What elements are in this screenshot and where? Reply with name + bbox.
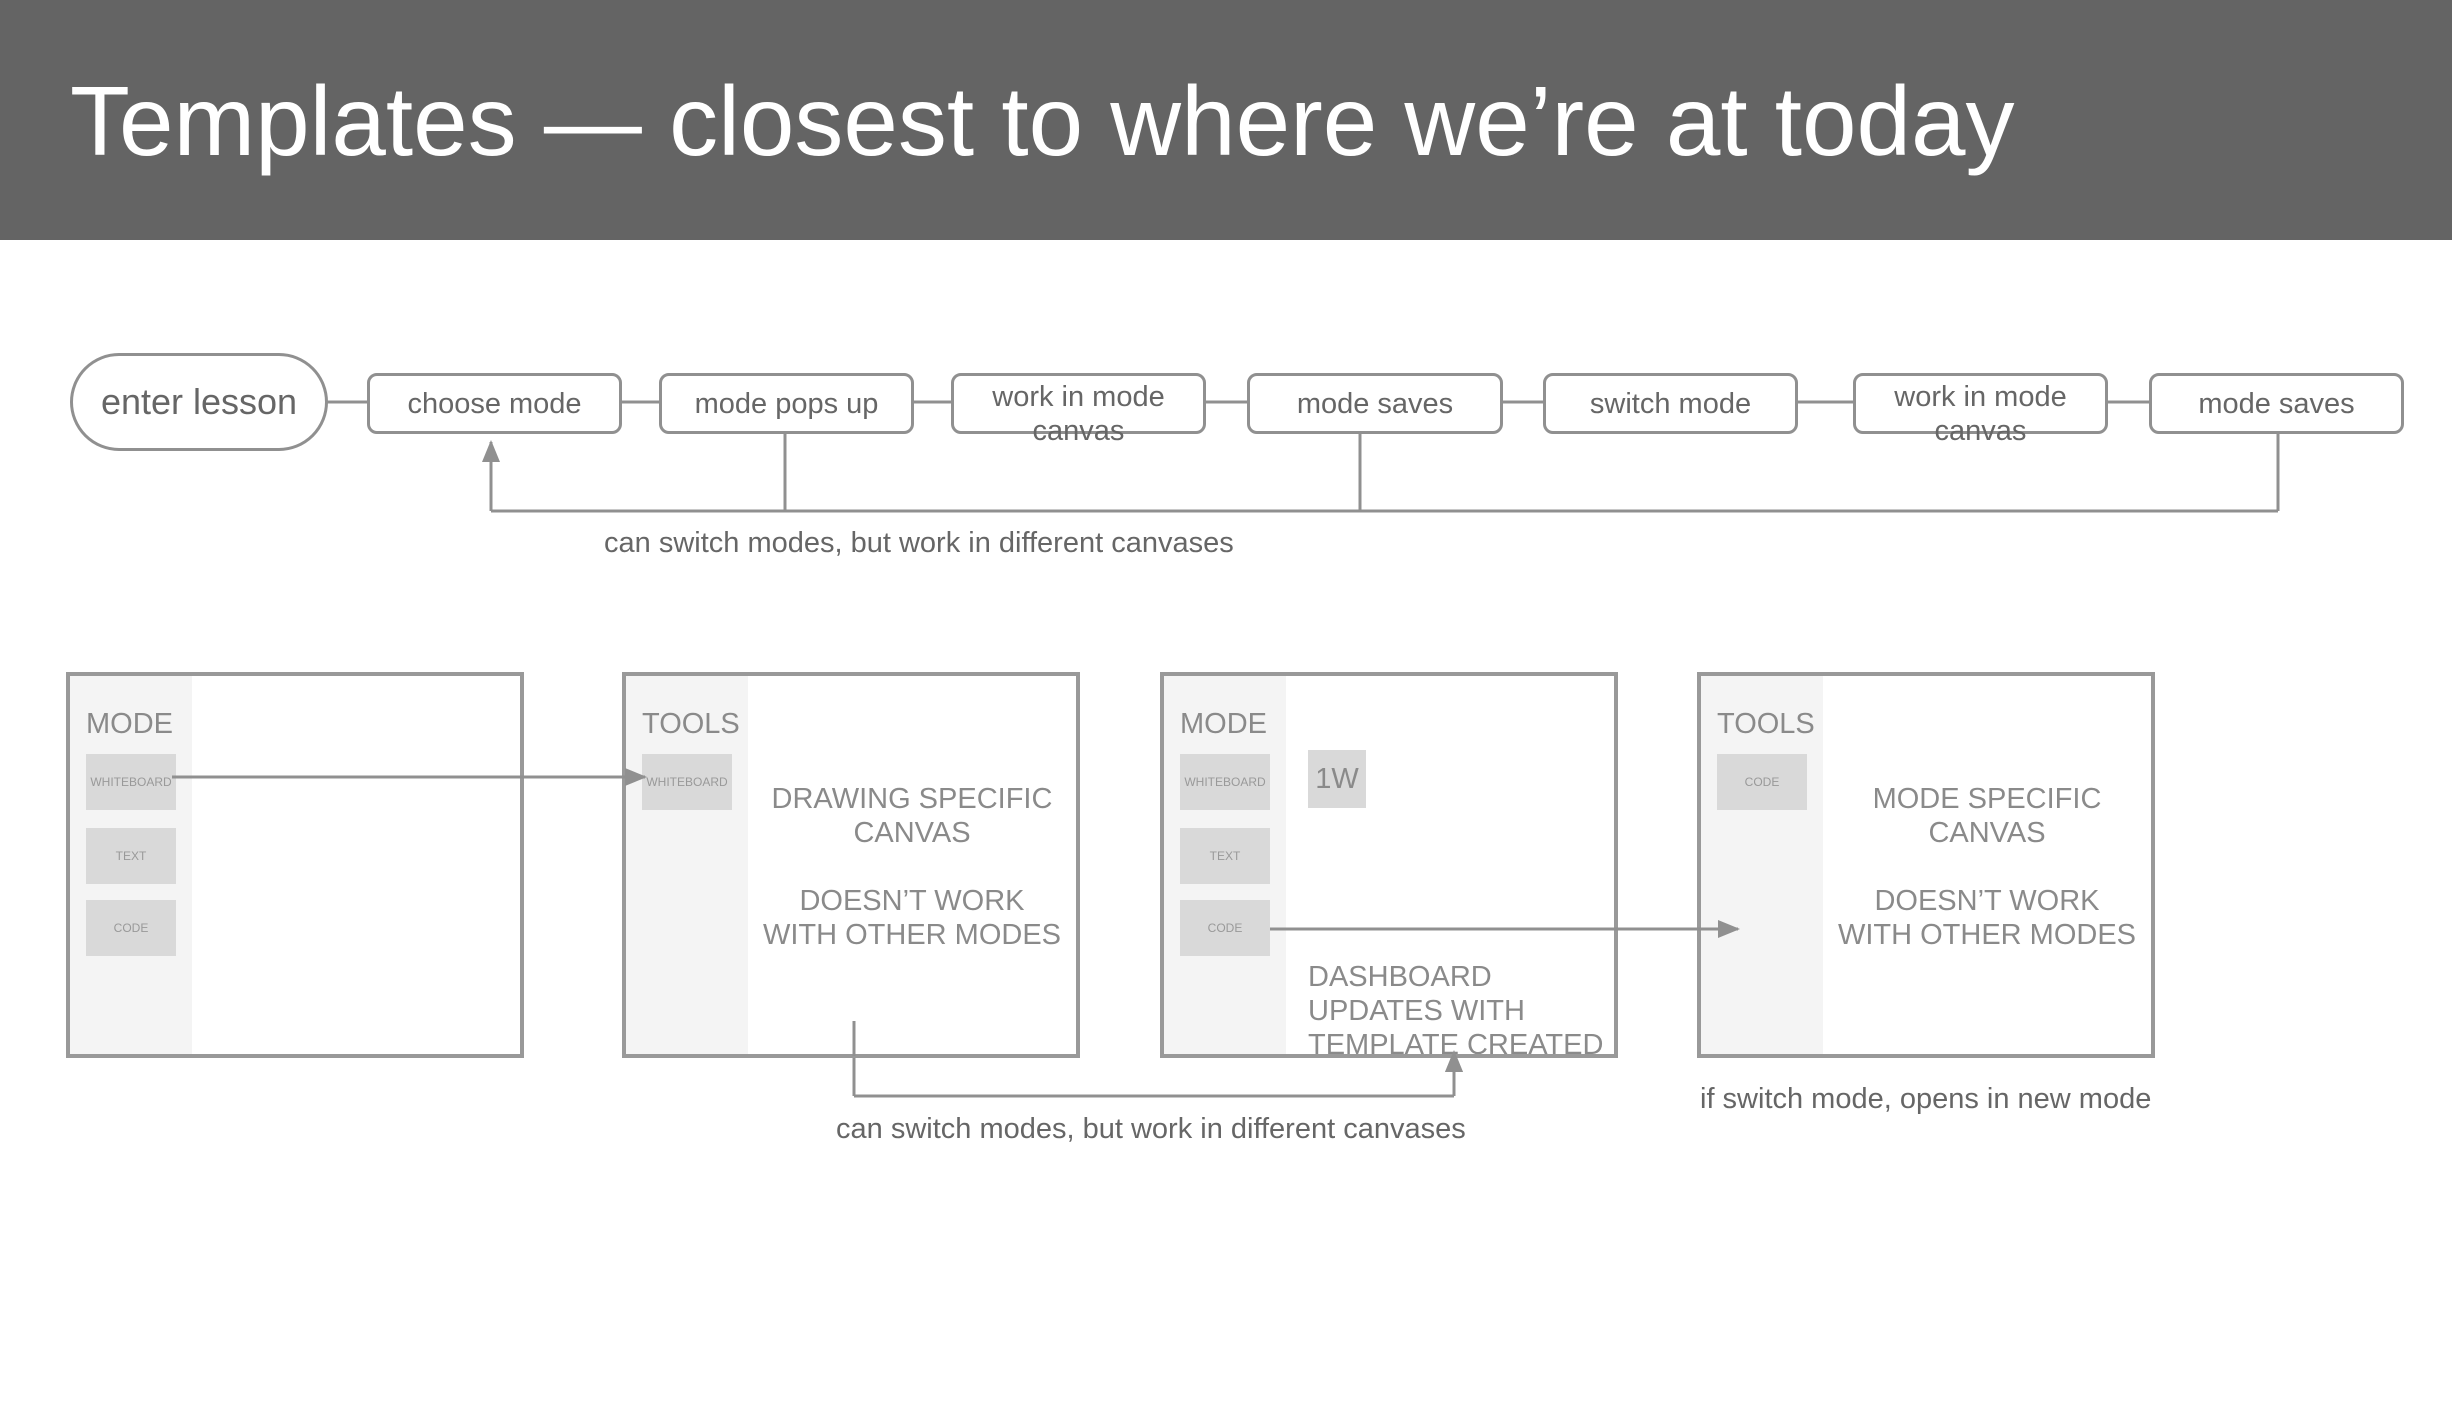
work-in-mode-canvas-node: work in mode canvas <box>951 373 1206 447</box>
dashboard-note: DASHBOARD UPDATES WITH TEMPLATE CREATED <box>1308 960 1604 1058</box>
canvas-note-line-1: DOESN’T WORK <box>799 885 1025 917</box>
sidebar: TOOLS WHITEBOARD <box>626 676 748 1054</box>
page-title: Templates — closest to where we’re at to… <box>70 66 2015 176</box>
switch-mode-note: if switch mode, opens in new mode <box>1700 1083 2152 1115</box>
dashboard-note-line-1: DASHBOARD <box>1308 961 1492 993</box>
sidebar-title: TOOLS <box>642 708 740 740</box>
switch-mode-node: switch mode <box>1543 373 1798 434</box>
dashboard-note-line-3: TEMPLATE CREATED <box>1308 1029 1604 1058</box>
sidebar: MODE WHITEBOARD TEXT CODE <box>70 676 192 1054</box>
whiteboard-chip: WHITEBOARD <box>1180 754 1270 810</box>
canvas-heading-line-1: DRAWING SPECIFIC <box>771 783 1053 815</box>
dashboard-note-line-2: UPDATES WITH <box>1308 995 1525 1027</box>
template-badge: 1W <box>1308 750 1366 808</box>
sidebar-title: TOOLS <box>1717 708 1815 740</box>
work-in-mode-canvas-node-2: work in mode canvas <box>1853 373 2108 447</box>
canvas-note-line-1: DOESN’T WORK <box>1874 885 2100 917</box>
enter-lesson-node: enter lesson <box>70 353 328 451</box>
mode-pops-up-node: mode pops up <box>659 373 914 434</box>
whiteboard-chip: WHITEBOARD <box>86 754 176 810</box>
sidebar-title: MODE <box>86 708 173 740</box>
wireframe-mode-canvas: TOOLS CODE MODE SPECIFIC CANVAS DOESN’T … <box>1697 672 2155 1058</box>
text-chip: TEXT <box>1180 828 1270 884</box>
sidebar: TOOLS CODE <box>1701 676 1823 1054</box>
sidebar: MODE WHITEBOARD TEXT CODE <box>1164 676 1286 1054</box>
code-chip: CODE <box>1717 754 1807 810</box>
wireframe-drawing-canvas: TOOLS WHITEBOARD DRAWING SPECIFIC CANVAS… <box>622 672 1080 1058</box>
text-chip: TEXT <box>86 828 176 884</box>
canvas-note-line-2: WITH OTHER MODES <box>1837 919 2137 951</box>
wireframe-dashboard: MODE WHITEBOARD TEXT CODE 1W DASHBOARD U… <box>1160 672 1618 1058</box>
canvas-heading-line-1: MODE SPECIFIC <box>1872 783 2102 815</box>
sidebar-title: MODE <box>1180 708 1267 740</box>
canvas-note-line-2: WITH OTHER MODES <box>762 919 1062 951</box>
whiteboard-chip: WHITEBOARD <box>642 754 732 810</box>
choose-mode-node: choose mode <box>367 373 622 434</box>
mode-saves-node-2: mode saves <box>2149 373 2404 434</box>
flow-note: can switch modes, but work in different … <box>604 527 1234 559</box>
wireframe-mode-select: MODE WHITEBOARD TEXT CODE <box>66 672 524 1058</box>
canvas-switch-note: can switch modes, but work in different … <box>836 1113 1466 1145</box>
code-chip: CODE <box>86 900 176 956</box>
header-bar: Templates — closest to where we’re at to… <box>0 0 2452 240</box>
code-chip: CODE <box>1180 900 1270 956</box>
mode-saves-node: mode saves <box>1247 373 1503 434</box>
canvas-heading-line-2: CANVAS <box>853 817 971 849</box>
canvas-heading-line-2: CANVAS <box>1928 817 2046 849</box>
